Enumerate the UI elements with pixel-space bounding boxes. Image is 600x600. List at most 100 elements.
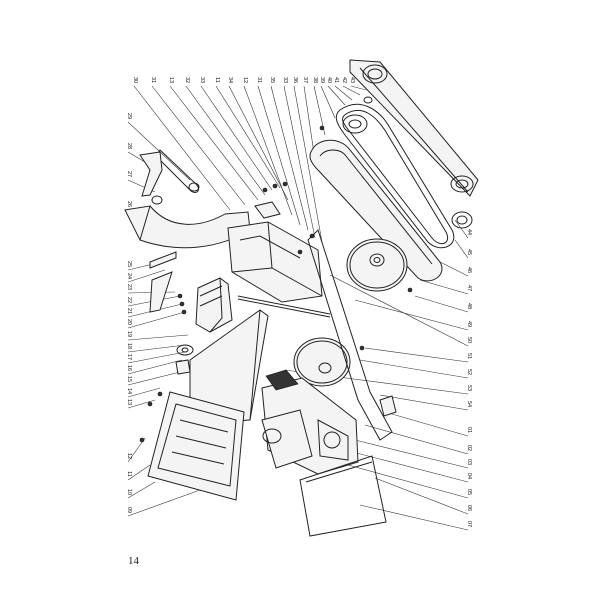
- callout-label: 47: [466, 285, 472, 291]
- leader-line: [151, 85, 246, 206]
- callout-label: 39: [319, 77, 325, 83]
- callout-label: 52: [466, 369, 472, 375]
- leader-line: [228, 85, 289, 201]
- callout-label: 41: [333, 77, 339, 83]
- page-number: 14: [128, 555, 139, 567]
- callout-label: 38: [312, 77, 318, 83]
- drive-shaft: [237, 295, 331, 318]
- callout-label: 10: [126, 489, 132, 495]
- callout-label: 43: [349, 77, 355, 83]
- leader-line: [127, 464, 151, 481]
- callout-label: 30: [132, 77, 138, 83]
- leader-line: [454, 239, 469, 259]
- callout-label: 14: [126, 388, 132, 394]
- callout-label: 26: [126, 201, 132, 207]
- leader-line: [127, 371, 181, 386]
- leader-line: [414, 295, 469, 313]
- leader-line: [379, 394, 469, 411]
- callout-label: 24: [126, 273, 132, 279]
- callout-label: 11: [214, 77, 220, 83]
- callout-label: 12: [242, 77, 248, 83]
- leader-line: [374, 477, 469, 515]
- washer-set: [175, 344, 194, 375]
- callout-label: 44: [466, 229, 472, 235]
- side-plates: [149, 251, 177, 313]
- leader-line: [185, 85, 266, 196]
- callout-label: 02: [466, 445, 472, 451]
- callout-label: 27: [126, 171, 132, 177]
- hanger-bolt: [151, 195, 163, 205]
- callout-label: 54: [466, 401, 472, 407]
- leader-line: [127, 489, 201, 517]
- callout-label: 23: [126, 284, 132, 290]
- leader-line: [127, 359, 183, 375]
- callout-label: 40: [326, 77, 332, 83]
- callout-label: 49: [466, 321, 472, 327]
- callout-label: 42: [341, 77, 347, 83]
- leader-line: [127, 387, 161, 398]
- leader-line: [364, 347, 469, 363]
- leader-line: [169, 85, 259, 201]
- leader-line: [454, 219, 469, 239]
- callout-label: 31: [150, 77, 156, 83]
- callout-label: 16: [126, 365, 132, 371]
- callout-label: 09: [126, 507, 132, 513]
- leader-line: [329, 459, 469, 499]
- leader-line: [283, 85, 316, 239]
- callout-label: 37: [302, 77, 308, 83]
- callout-label: 03: [466, 459, 472, 465]
- callout-label: 17: [126, 354, 132, 360]
- callout-label: 06: [466, 505, 472, 511]
- callout-label: 29: [126, 113, 132, 119]
- leader-line: [344, 449, 469, 483]
- callout-label: 13: [126, 399, 132, 405]
- callout-label: 34: [227, 77, 233, 83]
- discharge-chute: [124, 205, 251, 249]
- callout-label: 20: [126, 319, 132, 325]
- lower-pulley: [451, 211, 473, 229]
- callout-label: 05: [466, 489, 472, 495]
- callout-label: 21: [126, 308, 132, 314]
- callout-label: 36: [292, 77, 298, 83]
- frame-foot: [379, 395, 397, 417]
- callout-label: 50: [466, 337, 472, 343]
- callout-label: 19: [126, 331, 132, 337]
- leader-line: [342, 85, 361, 96]
- callout-label: 51: [466, 353, 472, 359]
- knife-housing: [195, 277, 233, 333]
- leader-line: [359, 504, 469, 531]
- top-bracket: [254, 125, 325, 219]
- callout-label: 28: [126, 143, 132, 149]
- callout-label: 32: [184, 77, 190, 83]
- callout-label: 35: [269, 77, 275, 83]
- leader-line: [354, 439, 469, 469]
- leader-line: [329, 274, 469, 347]
- leader-line: [364, 424, 469, 455]
- callout-label: 07: [466, 521, 472, 527]
- leader-line: [127, 311, 186, 329]
- callout-label: 11: [126, 471, 132, 477]
- belt-housing: [309, 139, 443, 282]
- leader-line: [327, 85, 346, 106]
- leader-line: [439, 261, 469, 277]
- leader-line: [127, 344, 186, 353]
- leader-line: [243, 85, 293, 216]
- callout-label: 15: [126, 376, 132, 382]
- bracket: [139, 151, 163, 197]
- callout-label: 53: [466, 385, 472, 391]
- leader-line: [293, 85, 323, 243]
- leader-line: [127, 334, 189, 341]
- leader-line: [127, 399, 156, 409]
- cutter-disc: [293, 337, 351, 387]
- callout-label: 25: [126, 261, 132, 267]
- callout-label: 46: [466, 267, 472, 273]
- callout-label: 18: [126, 343, 132, 349]
- collection-box: [147, 391, 245, 501]
- lever: [155, 149, 200, 193]
- callout-label: 31: [256, 77, 262, 83]
- callout-label: 04: [466, 473, 472, 479]
- belt-cover: [349, 59, 479, 197]
- callout-label: 12: [126, 453, 132, 459]
- leader-line: [270, 85, 309, 231]
